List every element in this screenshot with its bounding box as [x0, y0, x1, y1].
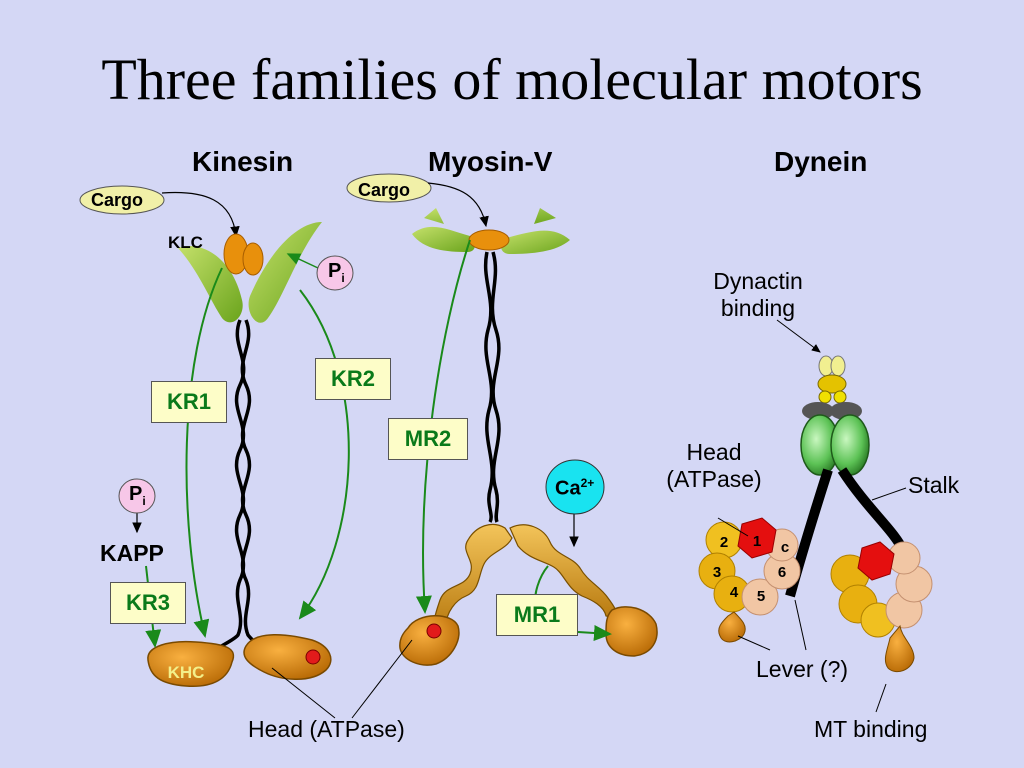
- subunit-label-3: 3: [713, 564, 721, 581]
- calcium-bubble: [545, 459, 605, 515]
- atp-site-myosin: [426, 623, 442, 639]
- mt-binding-label: MT binding: [814, 716, 928, 742]
- page-title: Three families of molecular motors: [101, 47, 923, 112]
- myosin-cargo: [346, 173, 432, 203]
- dynactin-binding-label: Dynactin binding: [713, 268, 803, 321]
- kinesin-header: Kinesin: [192, 146, 294, 177]
- dynein-cap-left: [802, 402, 834, 420]
- subunit-label-4: 4: [730, 584, 739, 601]
- cargo-arrow: [161, 191, 240, 238]
- kr2-box: KR2: [315, 358, 391, 400]
- stalk-label: Stalk: [908, 472, 960, 498]
- pi-label-bottom: Pi: [129, 483, 146, 508]
- pi-bubble-top: [316, 255, 354, 291]
- kinesin-light-chain-leaf-left: [178, 246, 243, 323]
- dynein-motor: [698, 319, 933, 713]
- subunit-label-6: 6: [778, 564, 786, 581]
- myosin-header: Myosin-V: [428, 146, 553, 177]
- kr2-arrow: [298, 289, 350, 620]
- kr1-box: KR1: [151, 381, 227, 423]
- myosin-stalk-strand-b: [490, 251, 501, 523]
- myosin-cargo-label: Cargo: [358, 180, 411, 200]
- dynein-mt-binding-right: [884, 624, 915, 673]
- atp-site-kinesin: [305, 649, 321, 665]
- pi-bubble-bottom: [118, 478, 156, 514]
- mr2-arrow: [415, 239, 471, 614]
- myosin-head-left: [399, 615, 460, 666]
- myosin-motor: [346, 173, 658, 666]
- dynein-header: Dynein: [774, 146, 868, 177]
- myosin-cargo-domain: [468, 229, 510, 251]
- kinesin-light-chain-leaf-right: [248, 222, 322, 323]
- kinesin-head-right: [243, 634, 332, 680]
- dynein-linker-right: [837, 467, 909, 555]
- dynein-head-right: [830, 541, 933, 673]
- lever-label: Lever (?): [756, 656, 849, 682]
- kapp-label: KAPP: [100, 540, 164, 566]
- klc-label: KLC: [168, 233, 203, 252]
- dynein-mt-binding-left: [718, 611, 746, 643]
- mt-binding-pointer: [875, 683, 887, 713]
- myosin-leaf-right: [501, 230, 570, 254]
- dynactin-pointer: [776, 319, 821, 353]
- dynein-tail-right: [830, 414, 870, 476]
- subunit-label-5: 5: [757, 588, 765, 605]
- khc-label: KHC: [168, 663, 205, 682]
- myosin-stalk-strand-a: [483, 251, 494, 523]
- subunit-label-2: 2: [720, 534, 728, 551]
- lever-pointer-lines: [737, 599, 807, 651]
- head-pointer-lines: [271, 639, 413, 719]
- kinesin-stalk-strand-b: [240, 319, 264, 652]
- myosin-leaf-left: [412, 226, 476, 252]
- kinesin-cargo-label: Cargo: [91, 190, 144, 210]
- mr1-box: MR1: [496, 594, 578, 636]
- pi-label-top: Pi: [328, 260, 345, 285]
- head-atpase-label: Head (ATPase): [248, 716, 405, 742]
- dynein-head-left: [698, 517, 801, 643]
- mr1-arrow: [577, 625, 612, 641]
- myosin-head-right: [605, 606, 658, 657]
- calcium-label: Ca2+: [555, 476, 595, 500]
- kr1-arrow: [185, 267, 223, 638]
- kinesin-head-left: [147, 640, 235, 687]
- kinesin-cargo: [79, 185, 165, 215]
- pi-to-klc-arrow: [286, 253, 319, 269]
- kinesin-stalk-strand-a: [213, 319, 246, 652]
- mr2-box: MR2: [388, 418, 468, 460]
- subunit-label-c: c: [781, 539, 789, 556]
- dynein-head-label: Head (ATPase): [666, 439, 762, 492]
- kinesin-motor: [79, 185, 354, 687]
- kr3-box: KR3: [110, 582, 186, 624]
- aaa-subunit-1: [737, 517, 777, 559]
- subunit-label-1: 1: [753, 533, 761, 550]
